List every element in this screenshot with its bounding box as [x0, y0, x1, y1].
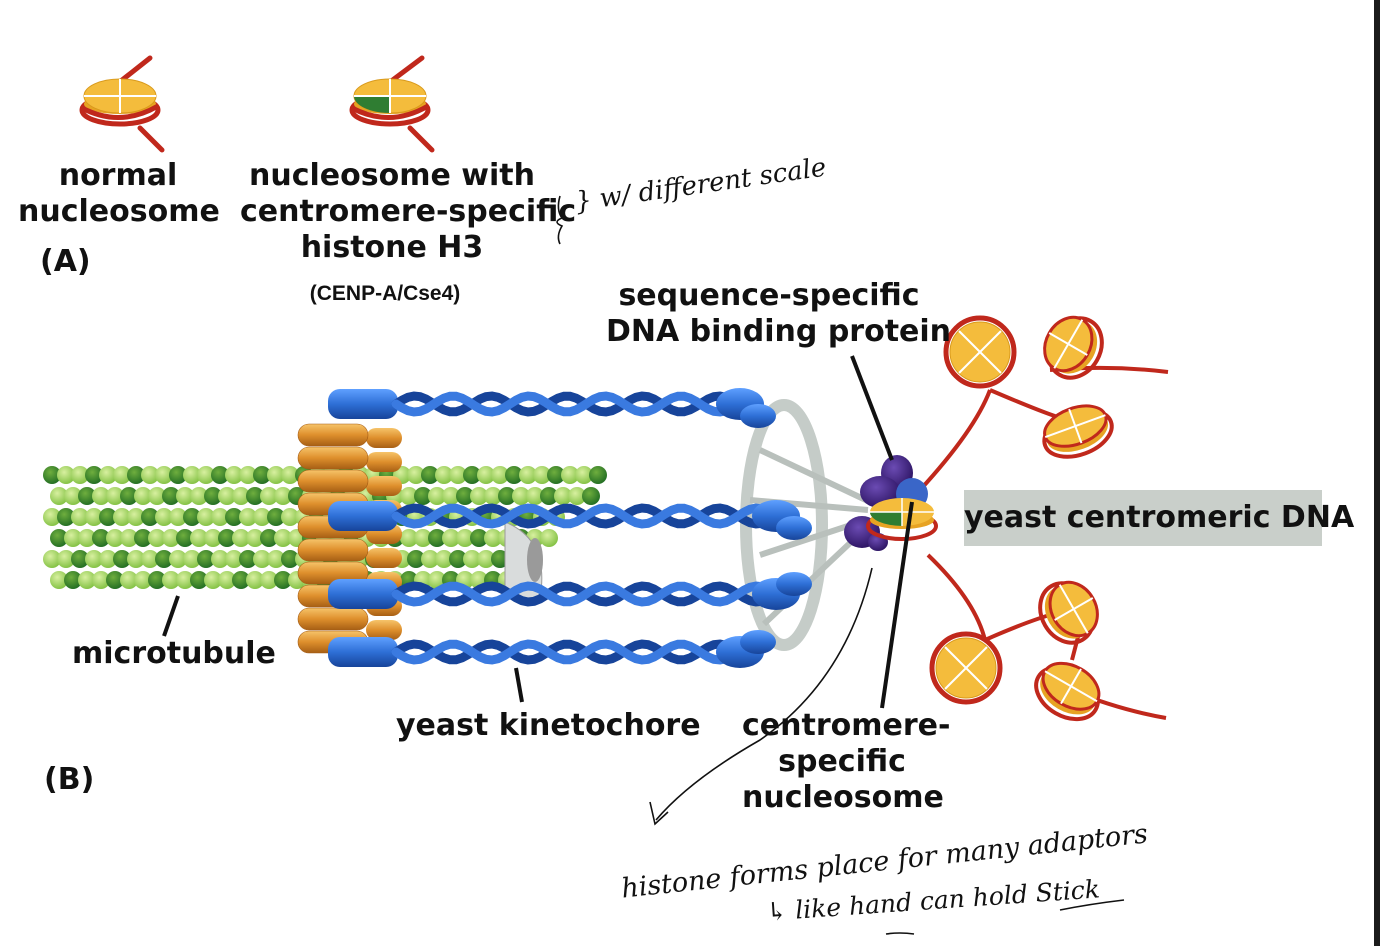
centromere-specific-nucleosome-label: centromere- specific nucleosome — [742, 708, 951, 815]
centromeric-dna-label-box — [964, 490, 1322, 546]
handwritten-bracket — [556, 195, 564, 245]
normal-nucleosome-icon — [79, 55, 165, 153]
variant-nucleosome-icon — [349, 55, 435, 153]
leader-lines — [162, 355, 914, 709]
centromeric-dna-nucleosomes — [929, 315, 1114, 722]
panel-a-label: (A) — [40, 244, 91, 279]
kinetochore-label: yeast kinetochore — [396, 708, 701, 743]
centromeric-dna-label: yeast centromeric DNA — [964, 500, 1355, 535]
centromere-specific-nucleosome-icon — [866, 498, 938, 541]
variant-nucleosome-subtitle: (CENP-A/Cse4) — [309, 282, 461, 305]
handwritten-underlines — [885, 899, 1125, 935]
normal-nucleosome-label: normal nucleosome — [18, 158, 220, 229]
variant-nucleosome-label: nucleosome with centromere-specific hist… — [240, 158, 577, 265]
kinetochore-fibrils — [328, 388, 812, 668]
microtubule-label: microtubule — [72, 636, 276, 671]
panel-b-label: (B) — [44, 762, 95, 797]
handwritten-arrow — [649, 567, 873, 826]
window-edge — [1374, 0, 1380, 946]
binding-protein-label: sequence-specific DNA binding protein — [606, 278, 952, 349]
